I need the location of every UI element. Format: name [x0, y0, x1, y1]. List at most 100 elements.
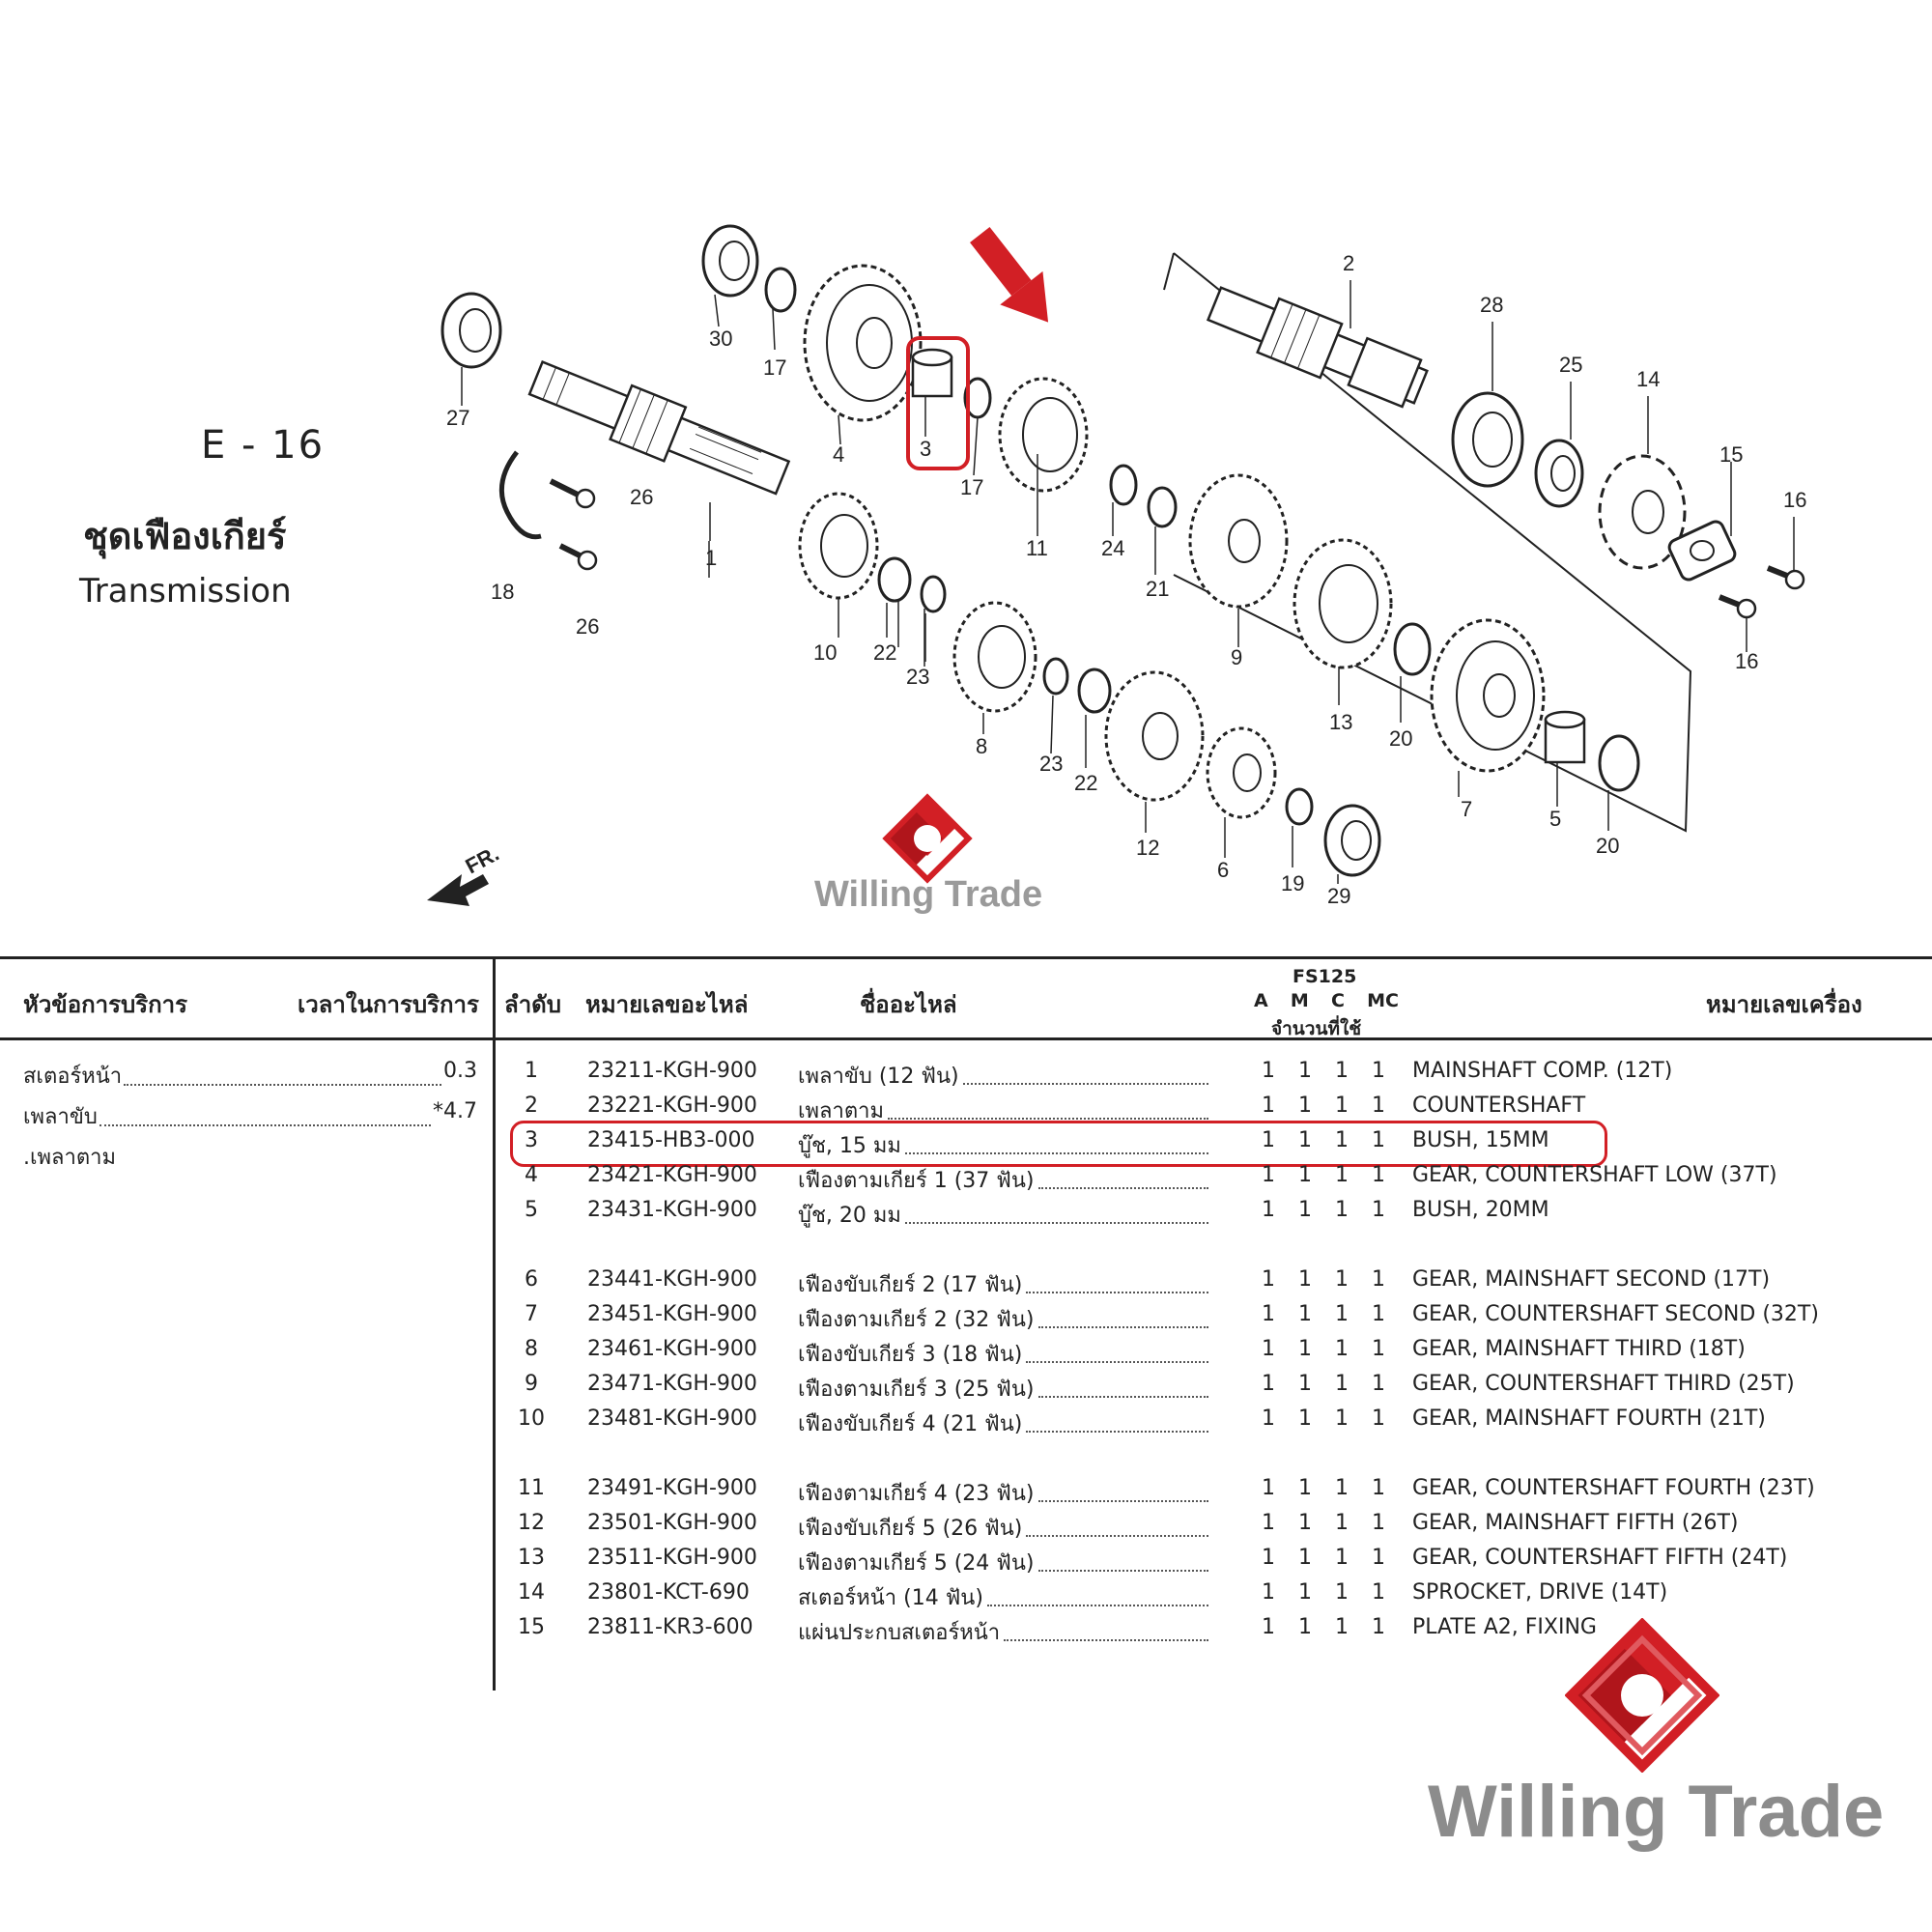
qty-cell: 1 [1335, 1511, 1349, 1535]
part-name-thai: แผ่นประกบสเตอร์หน้า [798, 1621, 1001, 1645]
part-number: 23491-KGH-900 [587, 1476, 757, 1500]
qty-cell: 1 [1372, 1163, 1385, 1187]
section-title-thai: ชุดเฟืองเกียร์ [83, 515, 287, 557]
clip-24-part [1109, 464, 1138, 506]
callout-30: 30 [709, 327, 732, 351]
callout-7: 7 [1461, 797, 1472, 821]
qty-cell: 1 [1262, 1128, 1275, 1152]
part-name-thai: บู๊ช, 15 มม [798, 1134, 901, 1158]
row-number: 1 [525, 1059, 538, 1083]
callout-28: 28 [1480, 293, 1503, 317]
table-header-rule [0, 1037, 1932, 1040]
callout-11: 11 [1026, 536, 1048, 560]
qty-cell: 1 [1335, 1615, 1349, 1639]
part-name-cell: เฟืองตามเกียร์ 1 (37 ฟัน) [798, 1163, 1212, 1197]
callout-23b: 23 [1039, 752, 1063, 776]
bearing-29-part [1323, 804, 1381, 877]
part-name-english: PLATE A2, FIXING [1412, 1615, 1597, 1639]
part-name-cell: เฟืองตามเกียร์ 2 (32 ฟัน) [798, 1302, 1212, 1336]
part-number: 23471-KGH-900 [587, 1372, 757, 1396]
qty-cell: 1 [1298, 1580, 1312, 1605]
table-column-divider [493, 956, 496, 1690]
callout-24: 24 [1101, 536, 1124, 560]
gear-13-part [1293, 538, 1393, 669]
callout-10: 10 [813, 640, 837, 665]
service-item-row: สเตอร์หน้า 0.3 [23, 1059, 477, 1093]
qty-cell: 1 [1298, 1476, 1312, 1500]
header-type-m: M [1290, 990, 1309, 1011]
gear-11-part [998, 377, 1089, 493]
part-number: 23415-HB3-000 [587, 1128, 755, 1152]
washer-21-part [1147, 486, 1178, 528]
qty-cell: 1 [1335, 1580, 1349, 1605]
qty-cell: 1 [1372, 1059, 1385, 1083]
callout-22b: 22 [1074, 771, 1097, 795]
qty-cell: 1 [1262, 1302, 1275, 1326]
part-name-cell: เพลาตาม [798, 1094, 1212, 1127]
callout-22: 22 [873, 640, 896, 665]
washer-22b-part [1077, 668, 1112, 714]
callout-6: 6 [1217, 858, 1229, 882]
callout-2: 2 [1343, 251, 1354, 275]
callout-3: 3 [920, 437, 931, 461]
part-number: 23461-KGH-900 [587, 1337, 757, 1361]
part-name-thai: เฟืองตามเกียร์ 3 (25 ฟัน) [798, 1378, 1035, 1402]
qty-cell: 1 [1262, 1580, 1275, 1605]
washer-20a-part [1393, 622, 1432, 676]
transmission-diagram-svg: 30 17 4 3 17 27 2 28 25 14 15 16 16 26 1… [427, 224, 1806, 908]
callout-16b: 16 [1735, 649, 1758, 673]
qty-cell: 1 [1372, 1128, 1385, 1152]
bolt-26b-part [558, 543, 598, 571]
callout-20b: 20 [1596, 834, 1619, 858]
row-3-highlight-box [510, 1121, 1607, 1167]
gear-10-part [798, 492, 879, 600]
callout-12: 12 [1136, 836, 1159, 860]
part-name-cell: แผ่นประกบสเตอร์หน้า [798, 1615, 1212, 1649]
part-name-english: GEAR, MAINSHAFT SECOND (17T) [1412, 1267, 1771, 1292]
countershaft-part [1206, 286, 1429, 409]
header-engine-no: หมายเลขเครื่อง [1706, 991, 1862, 1018]
service-item-row: เพลาขับ *4.7 [23, 1099, 477, 1133]
part-name-thai: เฟืองตามเกียร์ 1 (37 ฟัน) [798, 1169, 1035, 1193]
part-name-thai: เฟืองขับเกียร์ 5 (26 ฟัน) [798, 1517, 1023, 1541]
callout-17b: 17 [960, 475, 983, 499]
watermark-logo-large-icon [1565, 1618, 1719, 1773]
qty-cell: 1 [1298, 1198, 1312, 1222]
row-number: 10 [518, 1406, 545, 1431]
red-pointer-arrow-icon [970, 226, 1049, 323]
callout-21: 21 [1146, 577, 1169, 601]
row-number: 3 [525, 1128, 538, 1152]
header-model: FS125 [1293, 966, 1357, 987]
gear-6-part [1206, 726, 1277, 819]
part-3-highlight-box [906, 336, 970, 470]
row-number: 2 [525, 1094, 538, 1118]
callout-labels: 30 17 4 3 17 27 2 28 25 14 15 16 16 26 1… [446, 251, 1806, 908]
mainshaft-part [527, 360, 791, 496]
watermark-text-large: Willing Trade [1428, 1771, 1885, 1853]
part-name-cell: เฟืองขับเกียร์ 5 (26 ฟัน) [798, 1511, 1212, 1545]
header-part-no: หมายเลขอะไหล่ [585, 991, 749, 1018]
seal-25-part [1534, 439, 1584, 508]
row-number: 11 [518, 1476, 545, 1500]
header-type-a: A [1254, 990, 1268, 1011]
service-item-label: เพลาขับ [23, 1105, 98, 1129]
plate-15-part [1667, 520, 1737, 582]
sprocket-14-part [1598, 454, 1687, 570]
part-number: 23441-KGH-900 [587, 1267, 757, 1292]
part-name-english: GEAR, MAINSHAFT FIFTH (26T) [1412, 1511, 1739, 1535]
qty-cell: 1 [1335, 1302, 1349, 1326]
qty-cell: 1 [1298, 1337, 1312, 1361]
callout-1: 1 [705, 546, 717, 570]
service-item-time: *4.7 [433, 1099, 477, 1123]
part-name-english: GEAR, COUNTERSHAFT LOW (37T) [1412, 1163, 1777, 1187]
qty-cell: 1 [1262, 1511, 1275, 1535]
part-name-english: BUSH, 20MM [1412, 1198, 1549, 1222]
svg-text:FR.: FR. [462, 841, 503, 879]
part-name-thai: บู๊ช, 20 มม [798, 1204, 901, 1228]
